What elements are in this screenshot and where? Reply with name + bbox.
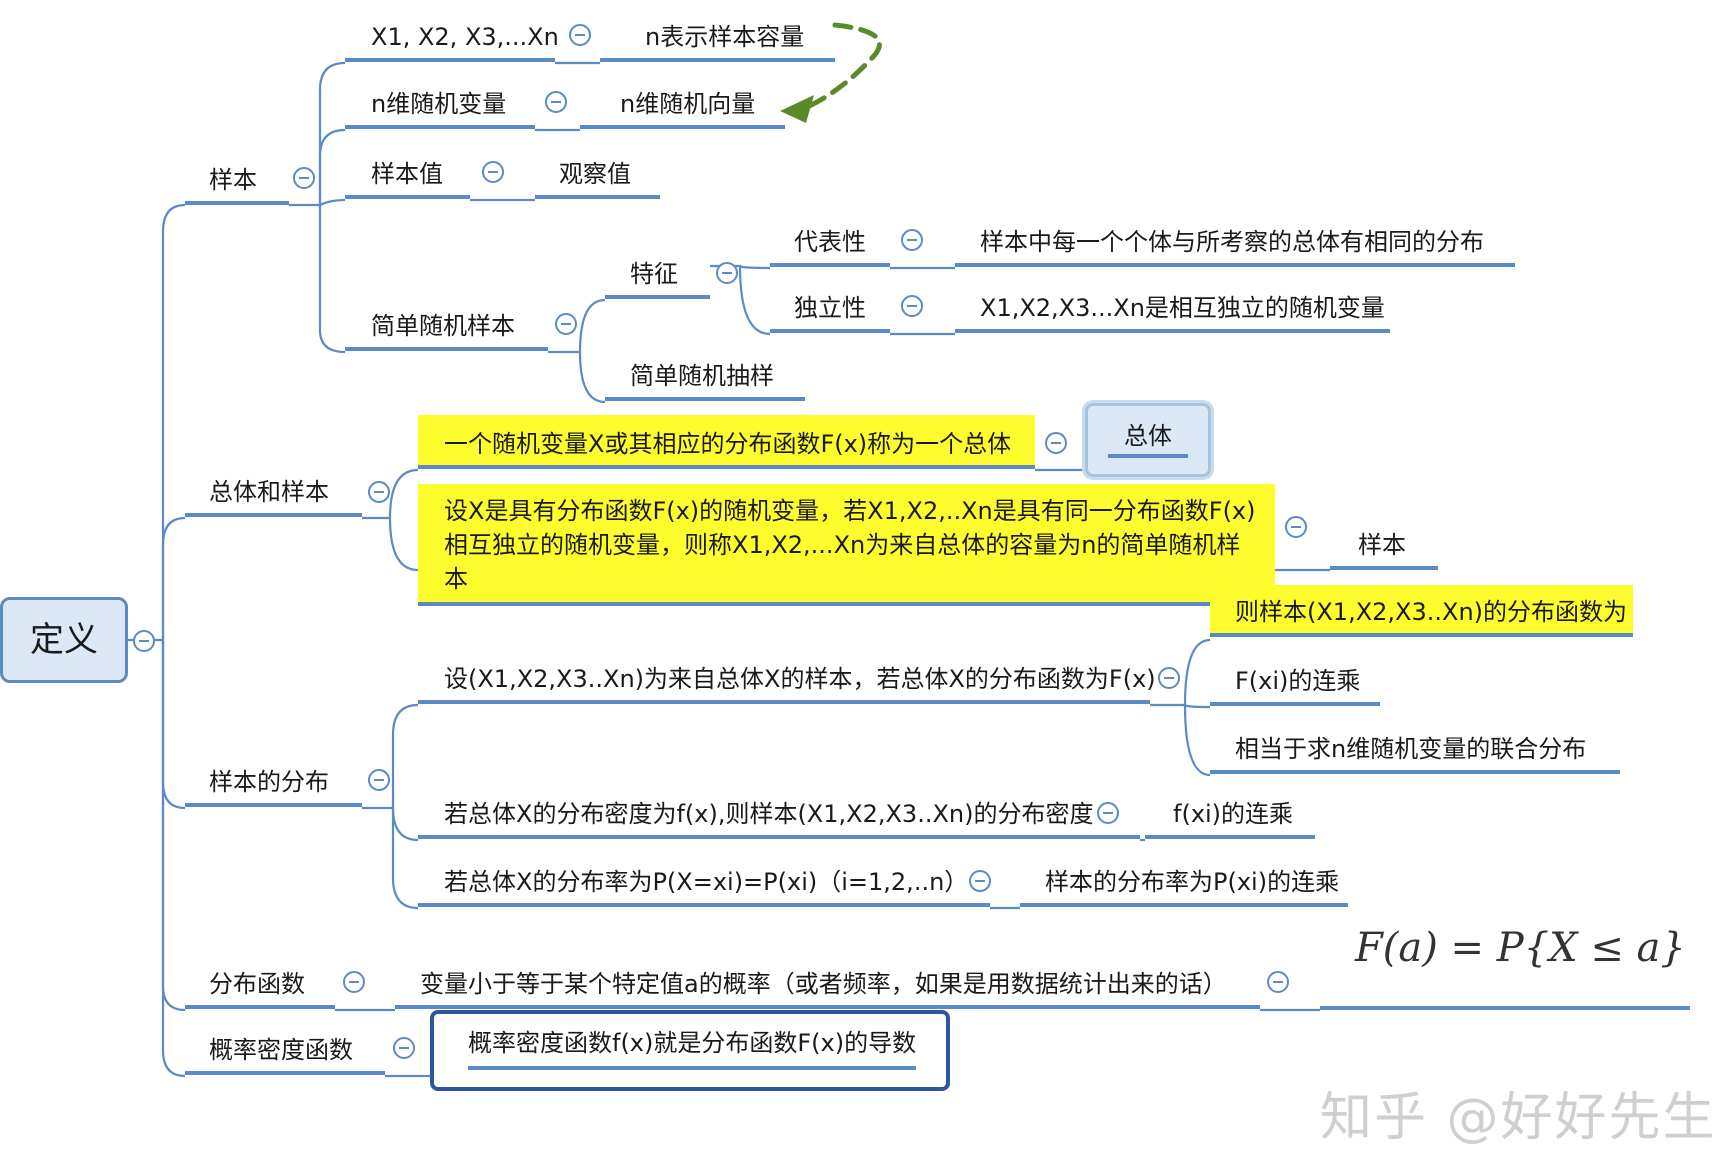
topic-observed-value[interactable]: 观察值 <box>535 159 660 199</box>
topic-pmf-premise[interactable]: 若总体X的分布率为P(X=xi)=P(xi)（i=1,2,..n） <box>418 867 990 907</box>
collapse-toggle-sample[interactable] <box>293 167 315 189</box>
collapse-toggle-sample-distribution[interactable] <box>368 769 390 791</box>
topic-x-notation[interactable]: X1, X2, X3,...Xn <box>345 22 559 62</box>
topic-representative[interactable]: 代表性 <box>770 227 890 267</box>
topic-features[interactable]: 特征 <box>605 259 710 299</box>
topic-sample[interactable]: 样本 <box>185 165 289 205</box>
sample-definition-line-1: 设X是具有分布函数F(x)的随机变量，若X1,X2,..Xn是具有同一分布函数F… <box>444 497 1256 525</box>
topic-n-meaning[interactable]: n表示样本容量 <box>600 22 835 62</box>
topic-cdf-premise[interactable]: 设(X1,X2,X3..Xn)为来自总体X的样本，若总体X的分布函数为F(x) <box>418 664 1156 704</box>
topic-n-dim-vector[interactable]: n维随机向量 <box>580 89 785 129</box>
topic-sample-value[interactable]: 样本值 <box>345 159 470 199</box>
topic-joint-distribution-note[interactable]: 相当于求n维随机变量的联合分布 <box>1210 734 1620 774</box>
topic-sample-distribution[interactable]: 样本的分布 <box>185 767 362 807</box>
topic-density-function-desc[interactable]: 概率密度函数f(x)就是分布函数F(x)的导数 <box>430 1010 950 1091</box>
topic-density-function[interactable]: 概率密度函数 <box>185 1035 385 1075</box>
collapse-toggle-cdf-premise[interactable] <box>1158 667 1180 689</box>
topic-distribution-function[interactable]: 分布函数 <box>185 969 335 1009</box>
collapse-toggle-independence[interactable] <box>901 295 923 317</box>
topic-cdf-result[interactable]: 则样本(X1,X2,X3..Xn)的分布函数为 <box>1210 585 1633 637</box>
collapse-toggle-population-definition[interactable] <box>1045 432 1067 454</box>
topic-simple-random-sampling[interactable]: 简单随机抽样 <box>605 361 805 401</box>
topic-sample-definition[interactable]: 设X是具有分布函数F(x)的随机变量，若X1,X2,..Xn是具有同一分布函数F… <box>418 484 1275 606</box>
topic-n-dim-variable[interactable]: n维随机变量 <box>345 89 535 129</box>
density-function-desc-text: 概率密度函数f(x)就是分布函数F(x)的导数 <box>468 1026 917 1070</box>
topic-sample-leaf[interactable]: 样本 <box>1330 530 1438 570</box>
collapse-toggle-x-notation[interactable] <box>569 24 591 46</box>
collapse-toggle-sample-definition[interactable] <box>1285 516 1307 538</box>
topic-independence-desc[interactable]: X1,X2,X3...Xn是相互独立的随机变量 <box>955 293 1390 333</box>
collapse-toggle-features[interactable] <box>716 262 738 284</box>
watermark: 知乎 @好好先生 <box>1320 1088 1717 1148</box>
collapse-toggle-density-function[interactable] <box>393 1037 415 1059</box>
sample-definition-line-2: 相互独立的随机变量，则称X1,X2,...Xn为来自总体的容量为n的简单随机样本 <box>444 531 1241 593</box>
topic-pdf-premise[interactable]: 若总体X的分布密度为f(x),则样本(X1,X2,X3..Xn)的分布密度 <box>418 799 1140 839</box>
collapse-toggle-sample-value[interactable] <box>482 161 504 183</box>
topic-independence[interactable]: 独立性 <box>770 293 890 333</box>
collapse-toggle-n-dim-variable[interactable] <box>545 91 567 113</box>
topic-pdf-product[interactable]: f(xi)的连乘 <box>1145 799 1315 839</box>
distribution-function-formula: F(a) = P{X ≤ a} <box>1355 925 1686 971</box>
collapse-toggle-pmf-premise[interactable] <box>969 870 991 892</box>
root-topic-definition[interactable]: 定义 <box>0 597 128 683</box>
topic-population-definition[interactable]: 一个随机变量X或其相应的分布函数F(x)称为一个总体 <box>418 415 1035 469</box>
topic-pmf-result[interactable]: 样本的分布率为P(xi)的连乘 <box>1020 867 1348 907</box>
topic-population-label: 总体 <box>1108 418 1188 458</box>
topic-representative-desc[interactable]: 样本中每一个个体与所考察的总体有相同的分布 <box>955 227 1515 267</box>
collapse-toggle-distribution-function[interactable] <box>343 971 365 993</box>
collapse-toggle-simple-random-sample[interactable] <box>555 313 577 335</box>
topic-population-and-sample[interactable]: 总体和样本 <box>185 477 362 517</box>
collapse-toggle-population-and-sample[interactable] <box>368 481 390 503</box>
collapse-toggle-representative[interactable] <box>901 229 923 251</box>
collapse-toggle-distribution-function-desc[interactable] <box>1267 971 1289 993</box>
topic-distribution-formula-node[interactable] <box>1320 995 1690 1010</box>
topic-distribution-function-desc[interactable]: 变量小于等于某个特定值a的概率（或者频率，如果是用数据统计出来的话） <box>395 969 1260 1009</box>
collapse-toggle-pdf-premise[interactable] <box>1097 802 1119 824</box>
topic-population[interactable]: 总体 <box>1085 403 1211 477</box>
collapse-toggle-root[interactable] <box>133 630 155 652</box>
topic-cdf-product[interactable]: F(xi)的连乘 <box>1210 666 1380 706</box>
topic-simple-random-sample[interactable]: 简单随机样本 <box>345 311 548 351</box>
